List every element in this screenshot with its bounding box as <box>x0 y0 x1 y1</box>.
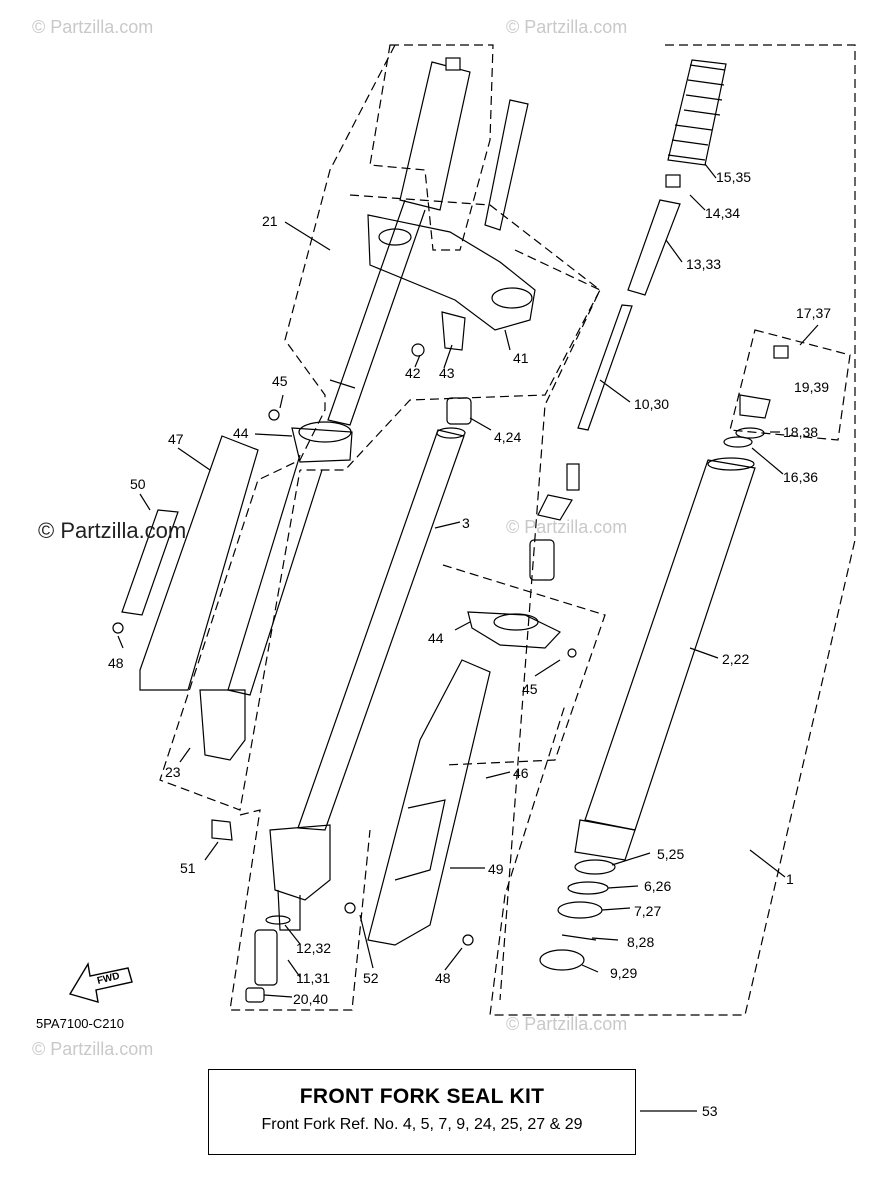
fwd-label: FWD <box>96 971 121 987</box>
part-label: 42 <box>405 365 421 381</box>
part-label: 2,22 <box>722 651 750 667</box>
part-label: 16,36 <box>783 469 819 485</box>
part-label: 3 <box>462 515 470 531</box>
part-label: 20,40 <box>293 991 329 1007</box>
part-label: 19,39 <box>794 379 830 395</box>
part-label: 43 <box>439 365 455 381</box>
fork-spring <box>667 64 726 161</box>
part-label: 49 <box>488 861 504 877</box>
watermark: © Partzilla.com <box>506 1014 628 1034</box>
upper-triple-clamp <box>367 214 536 331</box>
part-label: 10,30 <box>634 396 670 412</box>
part-label: 50 <box>130 476 146 492</box>
part-label: 23 <box>165 764 181 780</box>
part-label: 4,24 <box>494 429 522 445</box>
part-label: 11,31 <box>296 970 330 986</box>
seal-kit-title: FRONT FORK SEAL KIT <box>299 1085 545 1108</box>
lower-guard-group-outline <box>442 564 606 766</box>
part-label: 7,27 <box>634 903 662 919</box>
part-label: 18,38 <box>783 424 819 440</box>
center-fork-tube <box>297 429 465 831</box>
seal-kit-subtitle: Front Fork Ref. No. 4, 5, 7, 9, 24, 25, … <box>261 1116 583 1133</box>
watermark: © Partzilla.com <box>506 517 628 537</box>
seal-kit-box: FRONT FORK SEAL KIT Front Fork Ref. No. … <box>208 1069 636 1155</box>
part-label: 46 <box>513 765 529 781</box>
watermark: © Partzilla.com <box>506 17 628 37</box>
part-label: 21 <box>262 213 278 229</box>
part-label: 53 <box>702 1103 718 1119</box>
part-label: 51 <box>180 860 196 876</box>
center-rod-group-outline <box>499 249 601 1001</box>
oil-seal-5 <box>574 859 616 875</box>
part-label: 48 <box>435 970 451 986</box>
right-fork-group-outline <box>489 44 856 1016</box>
part-label: 52 <box>363 970 379 986</box>
damper-rod <box>577 304 633 431</box>
watermark: © Partzilla.com <box>32 17 154 37</box>
forward-arrow-icon: FWD <box>68 962 133 1003</box>
diagram-code: 5PA7100-C210 <box>36 1016 124 1031</box>
upper-bracket-group-outline <box>369 44 494 251</box>
part-label: 5,25 <box>657 846 685 862</box>
part-label: 47 <box>168 431 184 447</box>
left-fork-group-outline <box>159 44 396 811</box>
part-label: 8,28 <box>627 934 655 950</box>
watermark: © Partzilla.com <box>32 1039 154 1059</box>
left-upper-tube <box>399 61 471 211</box>
part-label: 13,33 <box>686 256 722 272</box>
cap-group-outline <box>729 329 851 441</box>
right-outer-tube <box>584 459 756 831</box>
right-fork-guard <box>367 659 491 946</box>
part-label: 44 <box>428 630 444 646</box>
part-label: 6,26 <box>644 878 672 894</box>
crown-group-outline <box>300 194 601 471</box>
part-label: 1 <box>786 871 794 887</box>
part-label: 45 <box>522 681 538 697</box>
part-label: 44 <box>233 425 249 441</box>
part-label: 41 <box>513 350 529 366</box>
watermark: © Partzilla.com <box>38 518 187 543</box>
part-label: 9,29 <box>610 965 638 981</box>
part-label: 14,34 <box>705 205 741 221</box>
part-label: 12,32 <box>296 940 332 956</box>
part-label: 45 <box>272 373 288 389</box>
left-fork-guard <box>139 435 259 691</box>
part-label: 15,35 <box>716 169 752 185</box>
part-label: 48 <box>108 655 124 671</box>
part-label: 17,37 <box>796 305 832 321</box>
